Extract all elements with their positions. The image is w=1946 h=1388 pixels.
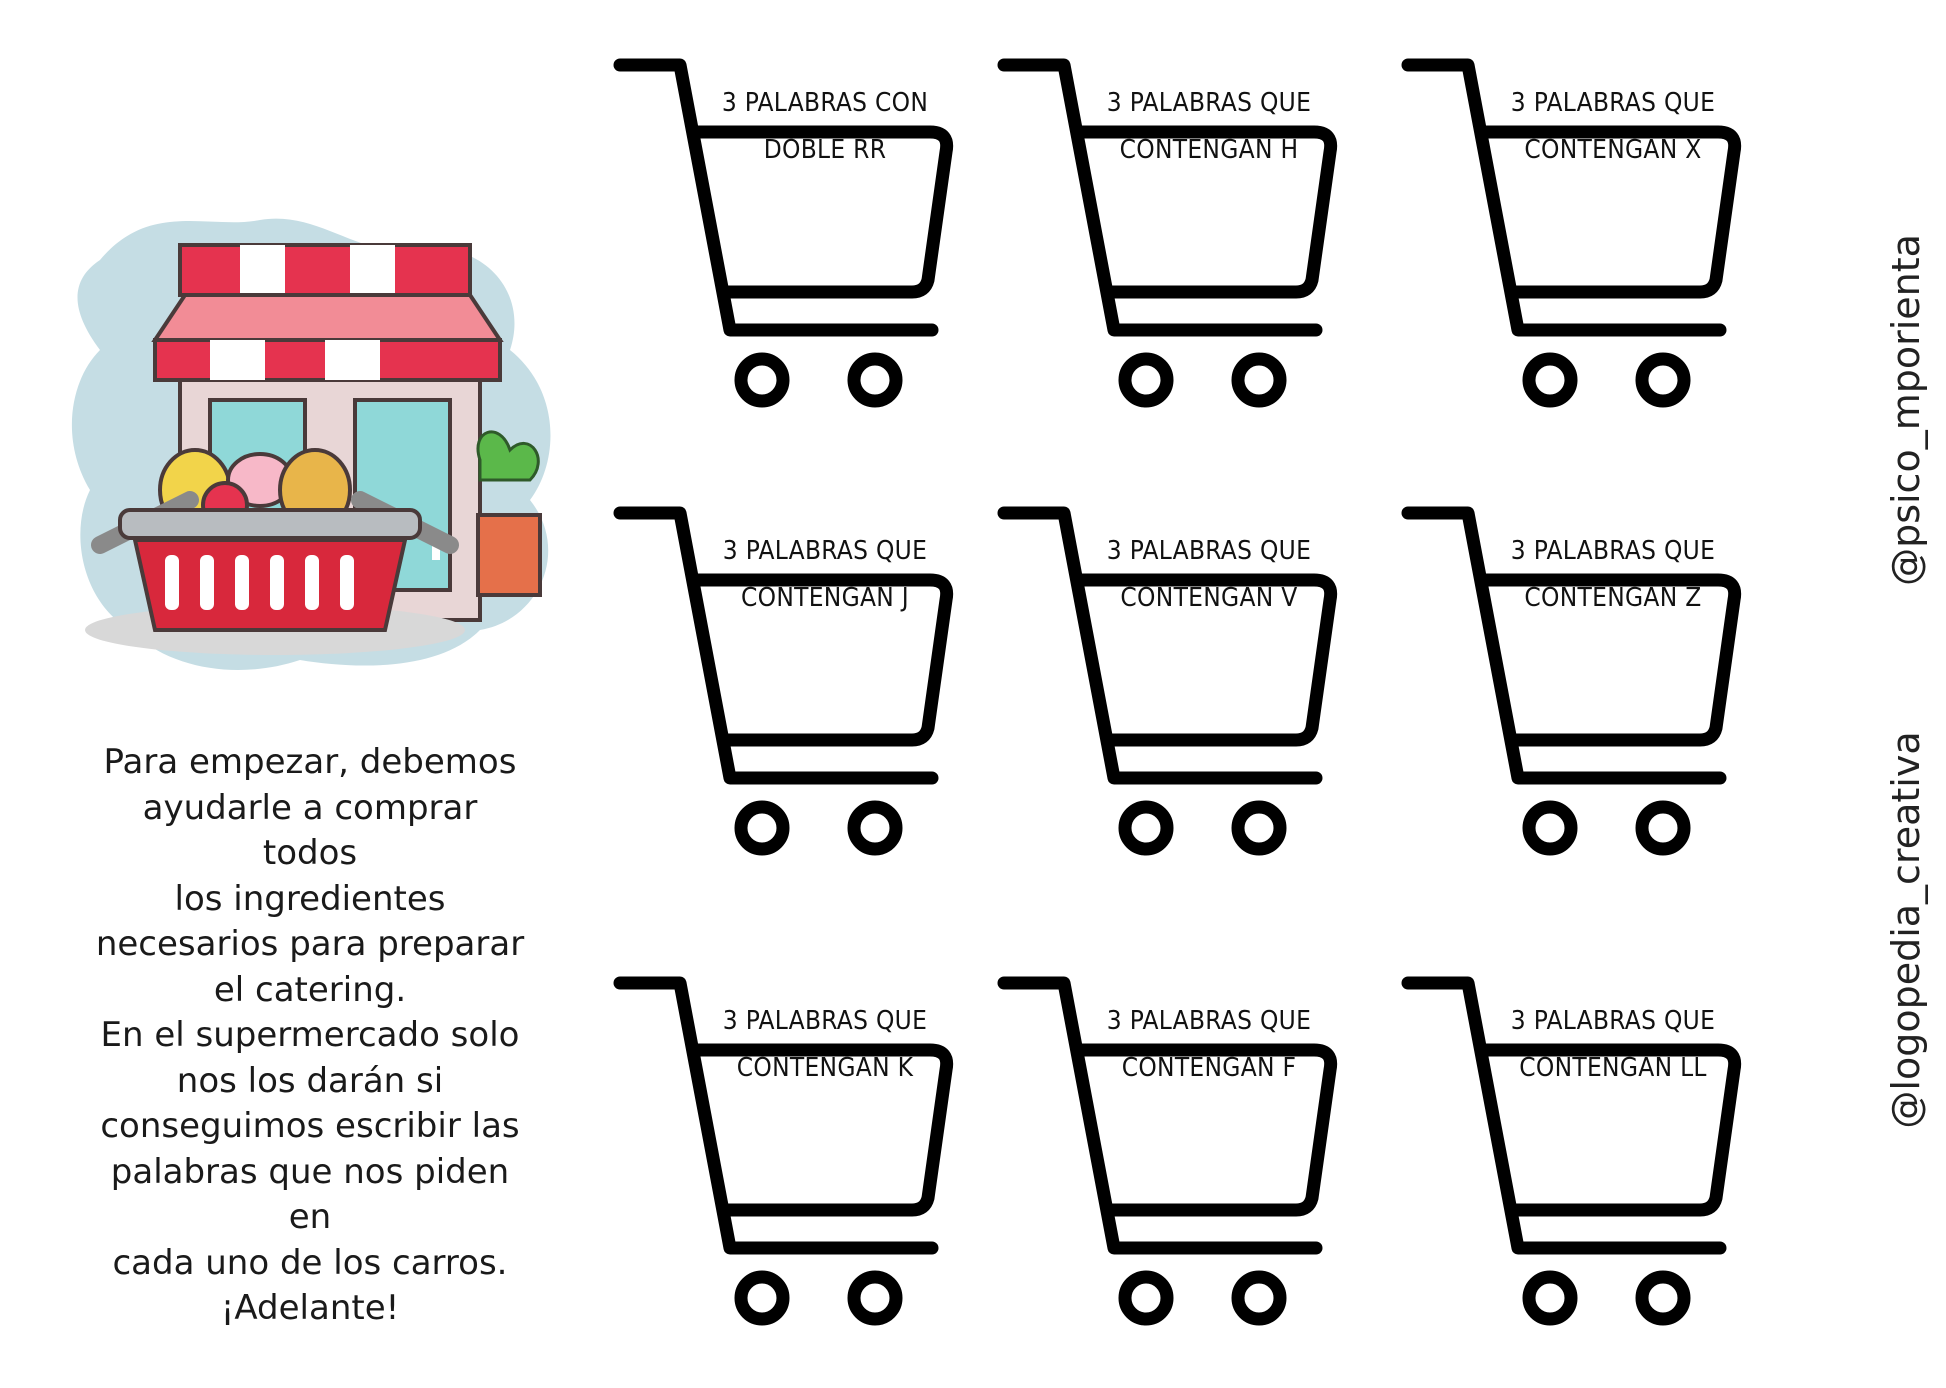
cart-card: 3 PALABRAS QUE CONTENGAN X	[1388, 40, 1788, 470]
cart-label: 3 PALABRAS QUE CONTENGAN V	[1044, 528, 1374, 622]
cart-label-line: 3 PALABRAS CON	[721, 88, 929, 118]
social-handle-text: @psico_mporienta	[1884, 234, 1928, 586]
cart-label-line: 3 PALABRAS QUE	[1510, 536, 1716, 566]
cart-card: 3 PALABRAS QUE CONTENGAN Z	[1388, 488, 1788, 918]
cart-label-line: CONTENGAN X	[1524, 135, 1702, 165]
intro-line: ¡Adelante!	[220, 1288, 400, 1328]
social-handle-psico: @psico_mporienta	[1876, 200, 1936, 620]
cart-label: 3 PALABRAS QUE CONTENGAN F	[1044, 998, 1374, 1092]
intro-line: el catering.	[213, 969, 407, 1010]
cart-label-line: CONTENGAN J	[740, 583, 910, 613]
cart-label: 3 PALABRAS CON DOBLE RR	[660, 80, 990, 174]
cart-card: 3 PALABRAS CON DOBLE RR	[600, 40, 1000, 470]
cart-label-line: CONTENGAN LL	[1519, 1053, 1707, 1083]
cart-label-line: 3 PALABRAS QUE	[1106, 1006, 1312, 1036]
cart-label-line: CONTENGAN V	[1120, 583, 1298, 613]
cart-label-line: CONTENGAN Z	[1524, 583, 1702, 613]
cart-card: 3 PALABRAS QUE CONTENGAN J	[600, 488, 1000, 918]
cart-label-line: 3 PALABRAS QUE	[1106, 88, 1312, 118]
intro-line: ayudarle a comprar todos	[142, 787, 478, 874]
cart-label-line: 3 PALABRAS QUE	[1106, 536, 1312, 566]
cart-card: 3 PALABRAS QUE CONTENGAN H	[984, 40, 1384, 470]
cart-label-line: 3 PALABRAS QUE	[1510, 1006, 1716, 1036]
social-handle-text: @logopedia_creativa	[1884, 731, 1928, 1129]
cart-label-line: CONTENGAN F	[1121, 1053, 1297, 1083]
intro-line: necesarios para preparar	[95, 924, 525, 964]
intro-line: Para empezar, debemos	[103, 742, 517, 782]
cart-label: 3 PALABRAS QUE CONTENGAN X	[1448, 80, 1778, 174]
social-handle-logopedia: @logopedia_creativa	[1876, 720, 1936, 1140]
cart-label: 3 PALABRAS QUE CONTENGAN K	[660, 998, 990, 1092]
grocery-store-icon	[71, 218, 551, 670]
cart-card: 3 PALABRAS QUE CONTENGAN F	[984, 958, 1384, 1388]
intro-line: En el supermercado solo	[100, 1015, 520, 1055]
intro-line: cada uno de los carros.	[112, 1242, 508, 1283]
cart-card: 3 PALABRAS QUE CONTENGAN V	[984, 488, 1384, 918]
cart-label: 3 PALABRAS QUE CONTENGAN Z	[1448, 528, 1778, 622]
intro-line: palabras que nos piden en	[110, 1151, 510, 1238]
cart-label-line: CONTENGAN K	[736, 1053, 914, 1083]
intro-line: nos los darán si	[176, 1060, 444, 1101]
cart-label: 3 PALABRAS QUE CONTENGAN H	[1044, 80, 1374, 174]
cart-label-line: 3 PALABRAS QUE	[1510, 88, 1716, 118]
intro-line: los ingredientes	[174, 878, 446, 919]
cart-label: 3 PALABRAS QUE CONTENGAN J	[660, 528, 990, 622]
cart-label-line: CONTENGAN H	[1119, 135, 1299, 165]
cart-label: 3 PALABRAS QUE CONTENGAN LL	[1448, 998, 1778, 1092]
instructions-text: Para empezar, debemos ayudarle a comprar…	[95, 740, 525, 1332]
cart-label-line: DOBLE RR	[763, 135, 887, 165]
cart-label-line: 3 PALABRAS QUE	[722, 1006, 928, 1036]
intro-line: conseguimos escribir las	[100, 1106, 520, 1146]
cart-card: 3 PALABRAS QUE CONTENGAN K	[600, 958, 1000, 1388]
cart-label-line: 3 PALABRAS QUE	[722, 536, 928, 566]
cart-card: 3 PALABRAS QUE CONTENGAN LL	[1388, 958, 1788, 1388]
